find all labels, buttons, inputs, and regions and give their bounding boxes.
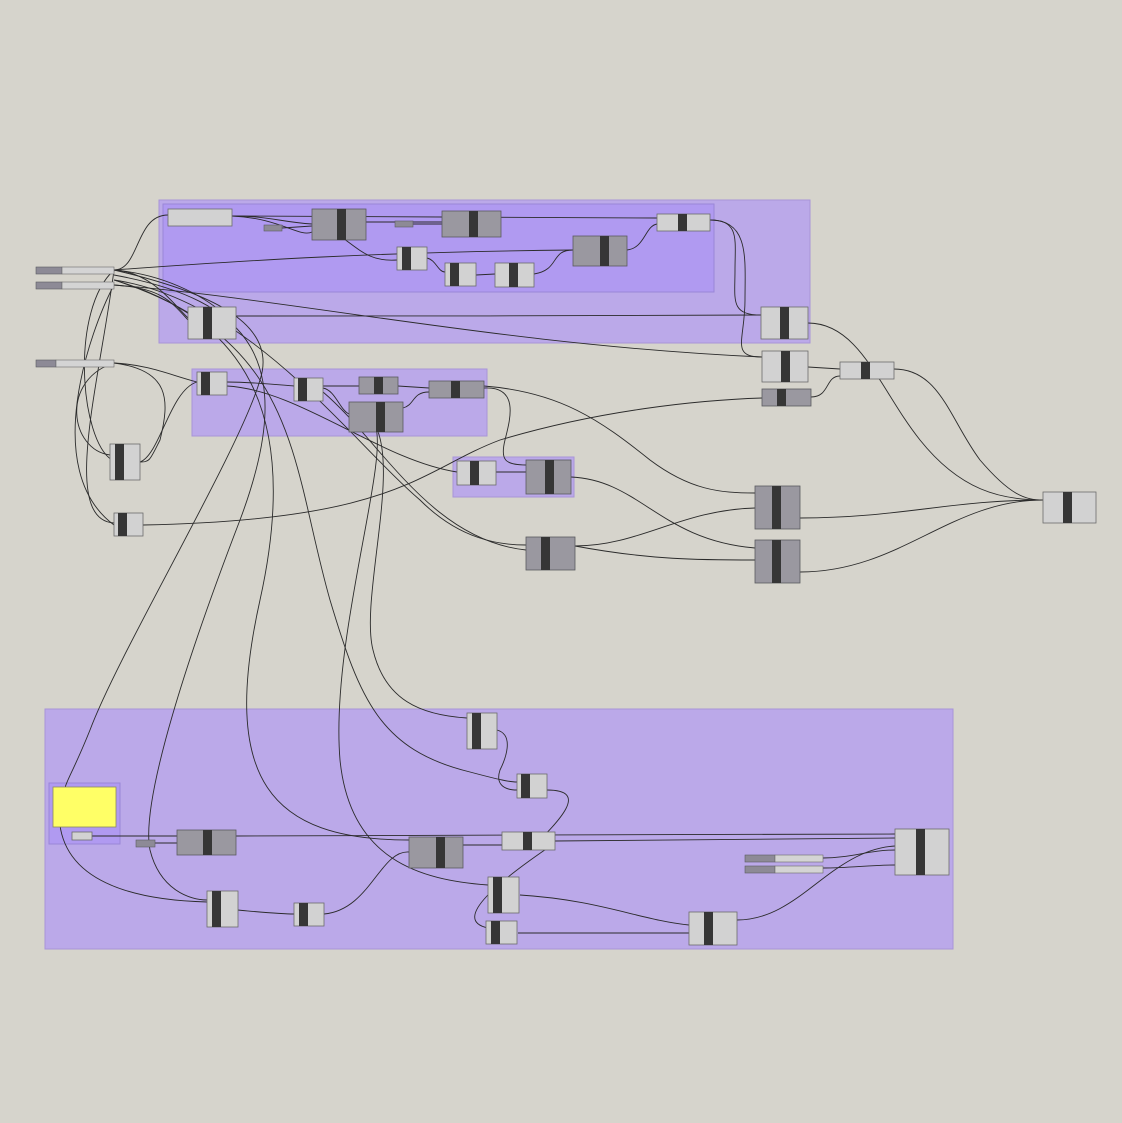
component-18[interactable] (109, 443, 141, 481)
component-1[interactable] (311, 208, 367, 241)
component-9[interactable] (760, 306, 809, 340)
param-input-1[interactable] (35, 266, 115, 275)
component-34[interactable] (293, 902, 325, 927)
component-10[interactable] (761, 350, 809, 383)
component-25[interactable] (1042, 491, 1097, 524)
component-12[interactable] (761, 388, 812, 407)
small-param-b[interactable] (394, 220, 414, 228)
param-box-top[interactable] (167, 208, 233, 227)
param-input-5[interactable] (744, 865, 824, 874)
component-27[interactable] (516, 773, 548, 799)
component-4[interactable] (396, 246, 428, 271)
component-21[interactable] (525, 459, 572, 495)
component-35[interactable] (485, 920, 518, 945)
wires (58, 214, 1044, 934)
component-2[interactable] (441, 210, 502, 238)
component-33[interactable] (206, 890, 239, 928)
component-13[interactable] (196, 371, 228, 396)
param-input-3[interactable] (35, 359, 115, 368)
param-input-2[interactable] (35, 281, 115, 290)
component-16[interactable] (428, 380, 485, 399)
component-17[interactable] (348, 401, 404, 433)
component-28[interactable] (176, 829, 237, 856)
component-22[interactable] (525, 536, 576, 571)
group-middle[interactable] (191, 368, 488, 437)
component-32[interactable] (487, 876, 520, 914)
component-20[interactable] (456, 460, 497, 486)
component-6[interactable] (444, 262, 477, 287)
component-24[interactable] (754, 539, 801, 584)
component-7[interactable] (494, 262, 535, 288)
panel-param[interactable] (71, 831, 93, 841)
component-11[interactable] (839, 361, 895, 380)
component-3[interactable] (656, 213, 711, 232)
small-param-a[interactable] (263, 224, 283, 232)
yellow-note-panel[interactable] (52, 786, 117, 828)
component-29[interactable] (408, 836, 464, 869)
component-30[interactable] (501, 831, 556, 851)
component-8[interactable] (187, 306, 237, 340)
param-input-4[interactable] (744, 854, 824, 863)
small-param-c[interactable] (135, 839, 156, 848)
component-19[interactable] (113, 512, 144, 537)
component-5[interactable] (572, 235, 628, 267)
component-23[interactable] (754, 485, 801, 530)
component-36[interactable] (688, 911, 738, 946)
component-14[interactable] (293, 377, 324, 402)
component-15[interactable] (358, 376, 399, 395)
component-31[interactable] (894, 828, 950, 876)
component-26[interactable] (466, 712, 498, 750)
